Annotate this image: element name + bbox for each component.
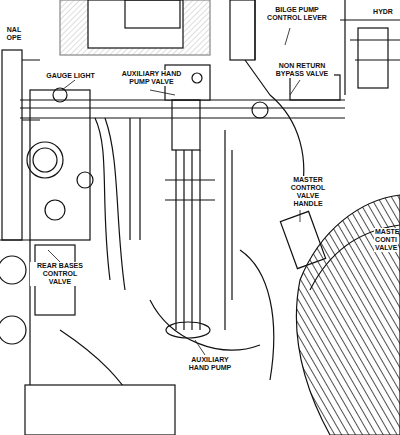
part-label: MASTER CONTROL VALVE HANDLE [282,176,334,208]
part-label: AUXILIARY HAND PUMP [180,356,240,372]
part-label: NON RETURN BYPASS VALVE [270,62,334,78]
part-label: HYDR [368,8,398,16]
part-label: NAL OPE [2,26,26,42]
part-label: GAUGE LIGHT [42,72,99,80]
part-label: BILGE PUMP CONTROL LEVER [262,6,332,22]
part-label: REAR BASES CONTROL VALVE [30,262,90,286]
part-label: AUXILIARY HAND PUMP VALVE [118,70,185,86]
part-label: MASTE CONTI VALVE [374,228,398,252]
